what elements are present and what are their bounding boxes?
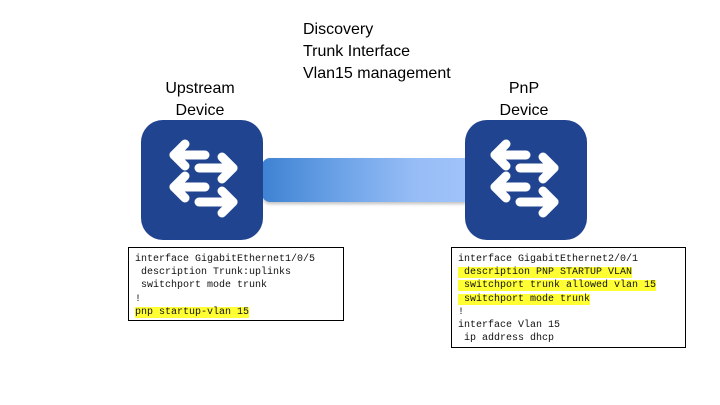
label-line: Device [175,102,225,119]
title-line: Vlan15 management [303,65,451,82]
label-line: PnP [508,80,540,97]
label-line: Upstream [165,80,235,97]
pnp-device-label: PnP Device [464,78,584,122]
config-line-highlighted: description PNP STARTUP VLAN [458,267,633,279]
pnp-config-box: interface GigabitEthernet2/0/1 descripti… [451,247,686,348]
config-line: interface Vlan 15 [458,319,561,331]
config-line: ip address dhcp [458,333,555,345]
config-line: ! [135,293,142,305]
config-line: interface GigabitEthernet1/0/5 [135,254,316,265]
title-line: Discovery [303,21,374,38]
config-line-highlighted: switchport trunk allowed vlan 15 [458,280,657,292]
config-line: description Trunk:uplinks [135,267,292,279]
title-line: Trunk Interface [303,43,411,60]
switch-arrows-icon [169,139,238,218]
upstream-switch [141,120,263,240]
label-line: Device [499,102,549,119]
upstream-device-label: Upstream Device [140,78,260,122]
diagram-title: Discovery Trunk Interface Vlan15 managem… [303,19,451,85]
trunk-link [262,158,466,202]
pnp-switch [465,120,587,240]
config-line-highlighted: switchport mode trunk [458,293,591,305]
config-line: ! [458,306,465,318]
config-line: interface GigabitEthernet2/0/1 [458,254,639,265]
config-line: switchport mode trunk [135,280,268,292]
switch-arrows-icon [490,139,559,218]
upstream-config-box: interface GigabitEthernet1/0/5 descripti… [128,247,344,321]
config-line-highlighted: pnp startup-vlan 15 [135,306,250,318]
